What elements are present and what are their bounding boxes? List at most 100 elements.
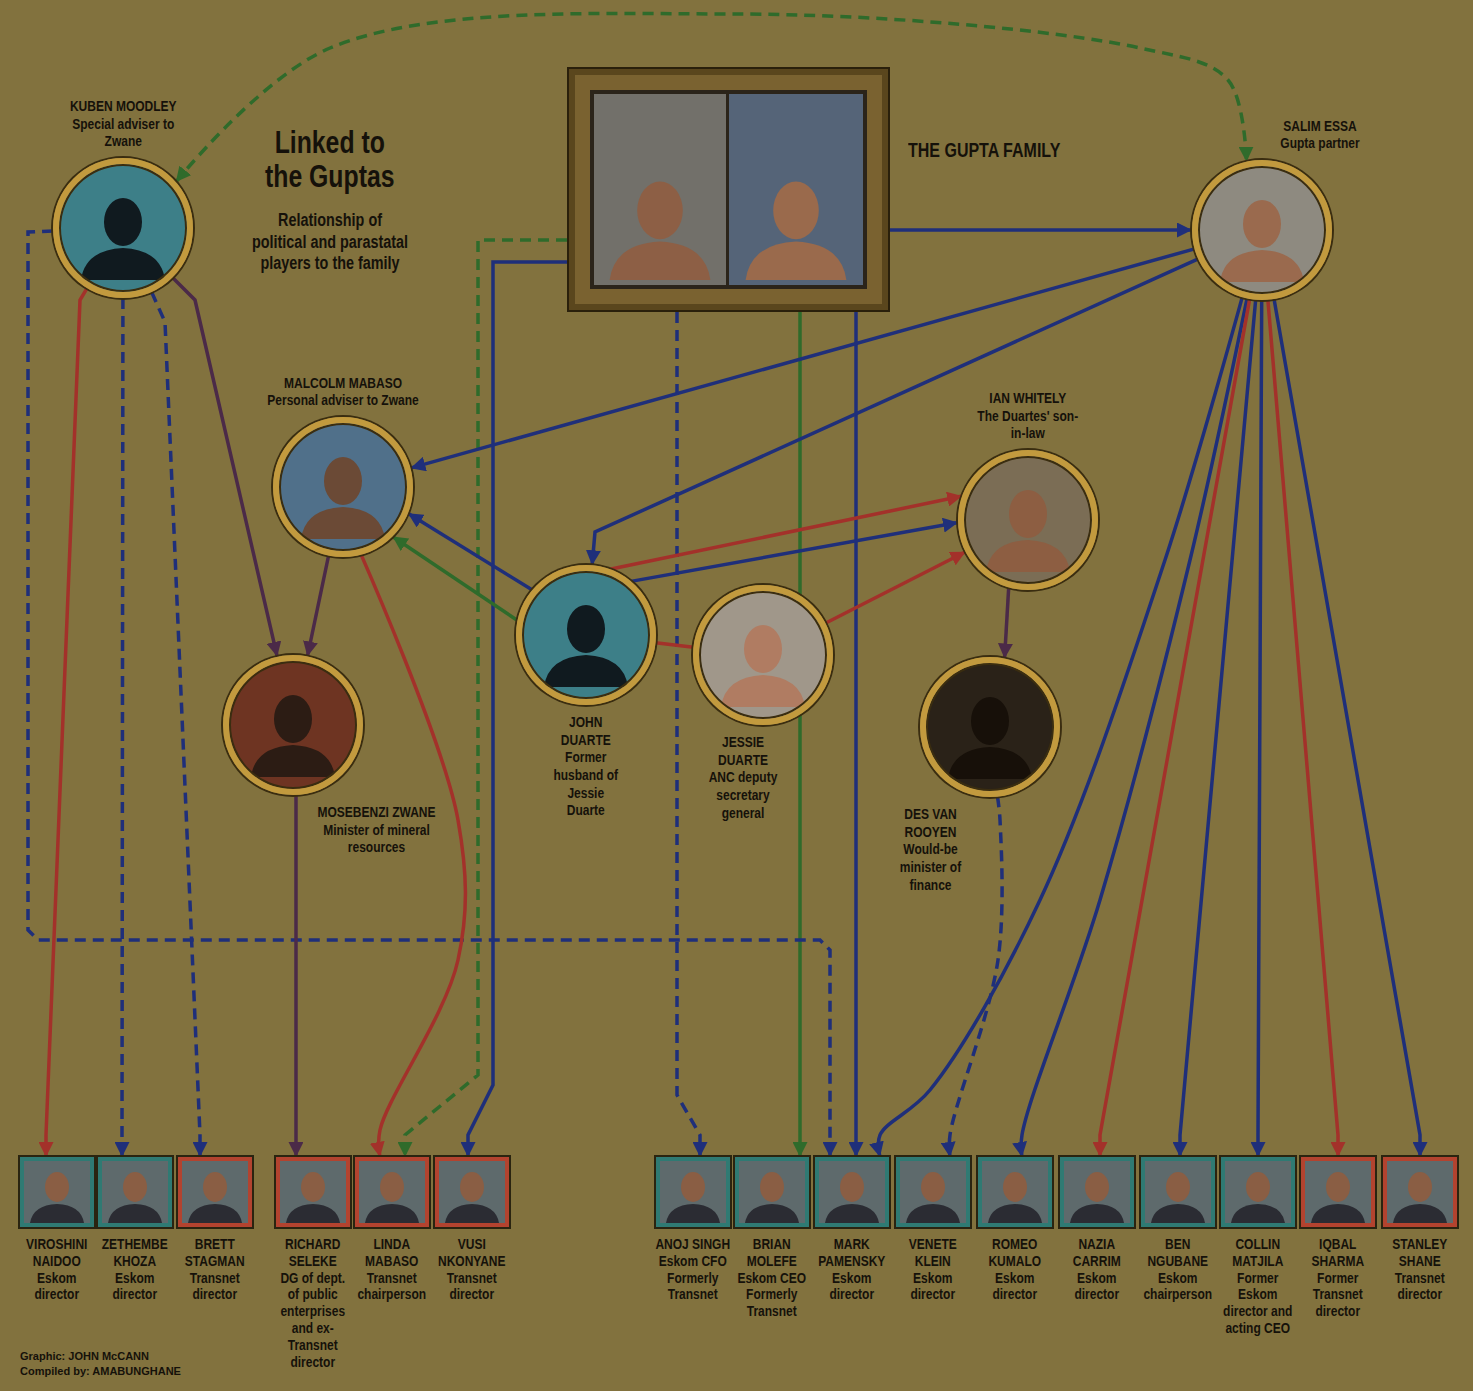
person-name: RICHARD SELEKE	[274, 1236, 352, 1270]
label-group: NAZIA CARRIMEskom director	[1058, 1236, 1136, 1303]
person-role: Former Transnet director	[1299, 1270, 1377, 1320]
person-role: Transnet director	[1381, 1270, 1459, 1304]
label-group: THE GUPTA FAMILY	[908, 139, 1060, 163]
portrait-ground	[964, 456, 1092, 584]
person-role: Special adviser to Zwane	[58, 115, 188, 150]
person-box: VENETE KLEINEskom director	[896, 1157, 970, 1227]
person-name: MOSEBENZI ZWANE	[314, 803, 438, 821]
person-name: STANLEY SHANE	[1381, 1236, 1459, 1270]
label-group: VENETE KLEINEskom director	[894, 1236, 972, 1303]
portrait	[59, 164, 187, 292]
photo	[660, 1161, 726, 1223]
label-group: Graphic: JOHN McCANN	[20, 1350, 149, 1363]
link-arrow	[949, 797, 1002, 1157]
label-group: BRIAN MOLEFEEskom CEOFormerly Transnet	[733, 1236, 811, 1320]
person-role: Eskom director	[976, 1270, 1054, 1304]
label-group: JOHN DUARTEFormer husband of Jessie Duar…	[551, 713, 621, 819]
subtitle: Relationship of political and parastatal…	[250, 210, 410, 275]
link-arrow	[46, 288, 87, 1157]
person-role: Minister of mineral resources	[314, 821, 438, 856]
portrait-ground	[229, 661, 357, 789]
link-arrow	[294, 795, 298, 1157]
person-name: LINDA MABASO	[353, 1236, 431, 1270]
person-name: DES VAN ROOYEN	[892, 805, 968, 840]
label-group: Compiled by: AMABUNGHANE	[20, 1365, 181, 1378]
person-circle: JOHN DUARTEFormer husband of Jessie Duar…	[516, 565, 656, 705]
person-box: MARK PAMENSKYEskom director	[815, 1157, 889, 1227]
person-role: Transnet director	[433, 1270, 511, 1304]
photo-frame: THE GUPTA FAMILY	[567, 67, 890, 312]
person-box: STANLEY SHANETransnet director	[1383, 1157, 1457, 1227]
portrait-ground	[59, 164, 187, 292]
person-name: JOHN DUARTE	[551, 713, 621, 748]
silhouette	[721, 625, 805, 707]
photo	[739, 1161, 805, 1223]
person-name: ANOJ SINGH	[654, 1236, 732, 1253]
portrait	[229, 661, 357, 789]
label-group: BEN NGUBANEEskom chairperson	[1139, 1236, 1217, 1303]
label-group: VUSI NKONYANETransnet director	[433, 1236, 511, 1303]
portrait-ground	[699, 591, 827, 719]
person-role: Transnet director	[176, 1270, 254, 1304]
person-circle: JESSIE DUARTEANC deputy secretary genera…	[693, 585, 833, 725]
person-circle: KUBEN MOODLEYSpecial adviser to Zwane	[53, 158, 193, 298]
photo	[1064, 1161, 1130, 1223]
photo	[1305, 1161, 1371, 1223]
label-group: DES VAN ROOYENWould-be minister of finan…	[892, 805, 968, 893]
person-role: Transnet chairperson	[353, 1270, 431, 1304]
person-role: DG of dept. of public enterprises and ex…	[274, 1270, 352, 1371]
title-group: Linked to the Guptas	[255, 126, 405, 194]
frame-outer	[567, 67, 890, 312]
label-group: IQBAL SHARMAFormer Transnet director	[1299, 1236, 1377, 1320]
person-role: Eskom CEO	[733, 1270, 811, 1287]
portrait-ground	[279, 423, 407, 551]
link-arrow	[392, 536, 517, 620]
person-name: VUSI NKONYANE	[433, 1236, 511, 1270]
link-arrow	[854, 312, 858, 1157]
photo	[182, 1161, 248, 1223]
link-arrow	[1268, 300, 1338, 1157]
person-box: VIROSHINI NAIDOOEskom director	[20, 1157, 94, 1227]
photo-panel	[729, 94, 863, 285]
person-circle: IAN WHITELYThe Duartes' son-in-law	[958, 450, 1098, 590]
person-box: VUSI NKONYANETransnet director	[435, 1157, 509, 1227]
label-group: Relationship of political and parastatal…	[250, 210, 410, 275]
person-name: COLLIN MATJILA	[1219, 1236, 1297, 1270]
person-role: Eskom director	[1058, 1270, 1136, 1304]
credit-line: Compiled by: AMABUNGHANE	[20, 1365, 181, 1378]
link-arrow	[890, 228, 1192, 232]
link-arrow	[631, 522, 958, 581]
label-group: MARK PAMENSKYEskom director	[813, 1236, 891, 1303]
silhouette	[746, 182, 847, 280]
label-group: JESSIE DUARTEANC deputy secretary genera…	[703, 733, 783, 821]
person-box: BEN NGUBANEEskom chairperson	[1141, 1157, 1215, 1227]
label-group: VIROSHINI NAIDOOEskom director	[18, 1236, 96, 1303]
label-group: SALIM ESSAGupta partner	[1260, 117, 1380, 152]
family-photo	[567, 67, 890, 312]
link-arrow	[468, 262, 567, 1157]
person-role: Eskom CFO	[654, 1253, 732, 1270]
person-name: MALCOLM MABASO	[243, 374, 443, 392]
label-group: LINDA MABASOTransnet chairperson	[353, 1236, 431, 1303]
link-arrow	[1258, 300, 1262, 1157]
person-box: NAZIA CARRIMEskom director	[1060, 1157, 1134, 1227]
person-name: ROMEO KUMALO	[976, 1236, 1054, 1270]
link-arrow	[408, 513, 532, 590]
person-role: Personal adviser to Zwane	[243, 391, 443, 409]
person-name: BRIAN MOLEFE	[733, 1236, 811, 1270]
link-arrow	[152, 292, 200, 1157]
photo	[359, 1161, 425, 1223]
photo-panel	[594, 94, 726, 285]
silhouette	[1220, 200, 1304, 282]
link-arrow	[656, 643, 694, 647]
photo	[900, 1161, 966, 1223]
frame-bevel	[575, 75, 882, 304]
person-circle: DES VAN ROOYENWould-be minister of finan…	[920, 657, 1060, 797]
silhouette	[251, 695, 335, 777]
person-role: Eskom chairperson	[1139, 1270, 1217, 1304]
person-box: BRETT STAGMANTransnet director	[178, 1157, 252, 1227]
diagram-title: Linked to the Guptas	[255, 126, 405, 194]
link-arrow	[677, 312, 700, 1157]
photo	[1225, 1161, 1291, 1223]
link-arrow	[1005, 587, 1009, 658]
